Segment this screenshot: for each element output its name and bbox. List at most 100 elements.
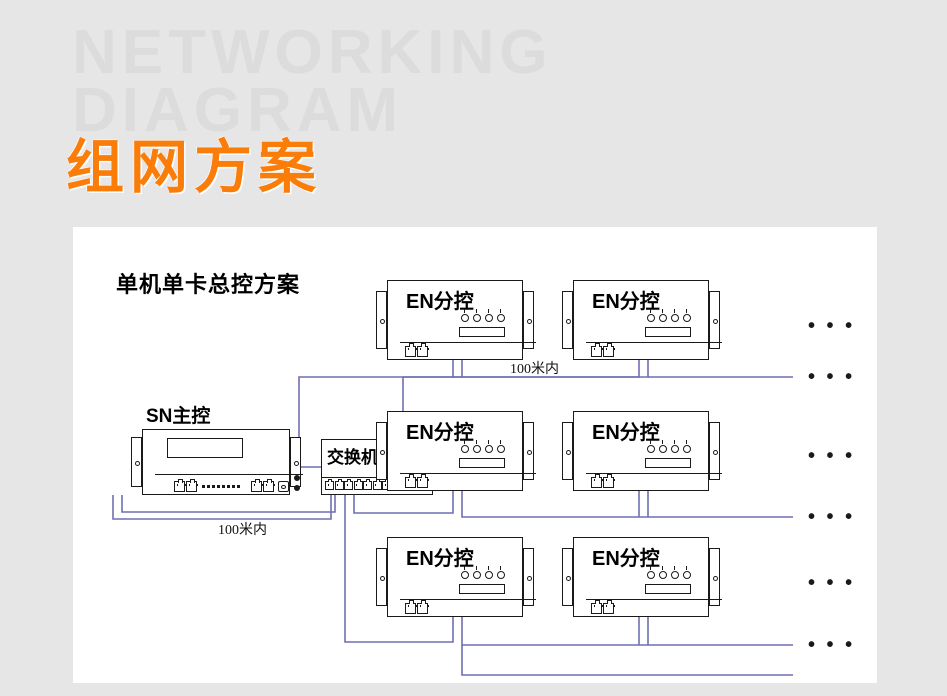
sub-label: EN分控 <box>406 548 474 570</box>
knob-icon[interactable] <box>473 440 481 453</box>
sub-body: EN分控 <box>387 411 536 491</box>
knob-icon[interactable] <box>461 566 469 579</box>
sub-ports[interactable] <box>591 600 615 614</box>
sub-ports[interactable] <box>591 343 615 357</box>
rj45-port-icon[interactable] <box>591 343 603 357</box>
sub-ports[interactable] <box>405 474 429 488</box>
rj45-port-icon[interactable] <box>353 478 365 490</box>
knob-icon[interactable] <box>647 309 655 322</box>
ellipsis-row2-right: • • • <box>808 445 856 467</box>
knob-icon[interactable] <box>683 440 691 453</box>
diagram-panel: 单机单卡总控方案 <box>73 227 877 683</box>
knob-icon[interactable] <box>671 309 679 322</box>
knob-icon[interactable] <box>461 440 469 453</box>
sub-knobs[interactable] <box>461 566 505 579</box>
device-en-sub-6[interactable]: EN分控 <box>561 537 722 617</box>
master-ports-left[interactable] <box>174 478 198 492</box>
device-en-sub-5[interactable]: EN分控 <box>375 537 536 617</box>
rj45-port-icon[interactable] <box>417 343 429 357</box>
device-en-sub-3[interactable]: EN分控 <box>375 411 536 491</box>
knob-icon[interactable] <box>659 566 667 579</box>
ghost-heading-line2: DIAGRAM <box>72 76 404 145</box>
rj45-port-icon[interactable] <box>603 600 615 614</box>
rj45-port-icon[interactable] <box>603 474 615 488</box>
sub-display <box>645 458 691 468</box>
device-en-sub-2[interactable]: EN分控 <box>561 280 722 360</box>
rack-ear-left <box>131 437 142 487</box>
knob-icon[interactable] <box>647 440 655 453</box>
rj45-port-icon[interactable] <box>251 478 263 492</box>
rj45-port-icon[interactable] <box>405 474 417 488</box>
sub-knobs[interactable] <box>647 309 691 322</box>
sub-knobs[interactable] <box>647 440 691 453</box>
sub-display <box>459 458 505 468</box>
rj45-port-icon[interactable] <box>363 478 375 490</box>
master-ports-right[interactable] <box>251 475 302 492</box>
rj45-port-icon[interactable] <box>325 478 337 490</box>
rj45-port-icon[interactable] <box>417 600 429 614</box>
ear-hole-icon <box>713 575 718 581</box>
knob-icon[interactable] <box>473 566 481 579</box>
sub-ports[interactable] <box>405 343 429 357</box>
knob-icon[interactable] <box>683 309 691 322</box>
sub-knobs[interactable] <box>461 309 505 322</box>
knob-icon[interactable] <box>671 566 679 579</box>
rack-ear-left <box>562 548 573 606</box>
sub-body: EN分控 <box>387 280 536 360</box>
knob-icon[interactable] <box>485 440 493 453</box>
sub-knobs[interactable] <box>461 440 505 453</box>
rj45-port-icon[interactable] <box>603 343 615 357</box>
rack-ear-right <box>709 422 720 480</box>
knob-icon[interactable] <box>497 309 505 322</box>
wire-bottom-bus <box>461 645 793 676</box>
rj45-port-icon[interactable] <box>591 600 603 614</box>
rack-ear-left <box>376 291 387 349</box>
knob-icon[interactable] <box>659 309 667 322</box>
rj45-port-icon[interactable] <box>263 478 275 492</box>
rj45-port-icon[interactable] <box>174 478 186 492</box>
ellipsis-row2-below: • • • <box>808 506 856 528</box>
sub-label: EN分控 <box>406 291 474 313</box>
rj45-port-icon[interactable] <box>417 474 429 488</box>
rj45-port-icon[interactable] <box>405 343 417 357</box>
ear-hole-icon <box>566 575 571 581</box>
device-en-sub-1[interactable]: EN分控 <box>375 280 536 360</box>
diagram-title: 单机单卡总控方案 <box>116 272 301 297</box>
knob-icon[interactable] <box>461 309 469 322</box>
rj45-port-icon[interactable] <box>334 478 346 490</box>
sub-port-strip <box>400 473 536 490</box>
ear-hole-icon <box>527 449 532 455</box>
sub-port-strip <box>400 342 536 359</box>
sub-display <box>645 584 691 594</box>
knob-icon[interactable] <box>683 566 691 579</box>
master-display <box>167 438 243 458</box>
device-en-sub-4[interactable]: EN分控 <box>561 411 722 491</box>
rj45-port-icon[interactable] <box>344 478 356 490</box>
sub-label: EN分控 <box>592 548 660 570</box>
ear-hole-icon <box>380 318 385 324</box>
rack-ear-right <box>709 548 720 606</box>
sub-label: EN分控 <box>406 422 474 444</box>
knob-icon[interactable] <box>659 440 667 453</box>
distance-label-switch-to-sub: 100米内 <box>510 362 559 377</box>
sub-knobs[interactable] <box>647 566 691 579</box>
knob-icon[interactable] <box>497 566 505 579</box>
knob-icon[interactable] <box>485 309 493 322</box>
device-sn-master[interactable] <box>130 429 303 495</box>
ghost-heading-line1: NETWORKING <box>72 18 553 87</box>
rj45-port-icon[interactable] <box>186 478 198 492</box>
sub-ports[interactable] <box>405 600 429 614</box>
knob-icon[interactable] <box>473 309 481 322</box>
rj45-port-icon[interactable] <box>591 474 603 488</box>
ear-hole-icon <box>566 449 571 455</box>
knob-icon[interactable] <box>485 566 493 579</box>
knob-icon[interactable] <box>647 566 655 579</box>
rj45-port-icon[interactable] <box>405 600 417 614</box>
sub-port-strip <box>400 599 536 616</box>
knob-icon[interactable] <box>497 440 505 453</box>
round-connector-icon[interactable] <box>278 481 289 492</box>
knob-icon[interactable] <box>671 440 679 453</box>
sub-ports[interactable] <box>591 474 615 488</box>
